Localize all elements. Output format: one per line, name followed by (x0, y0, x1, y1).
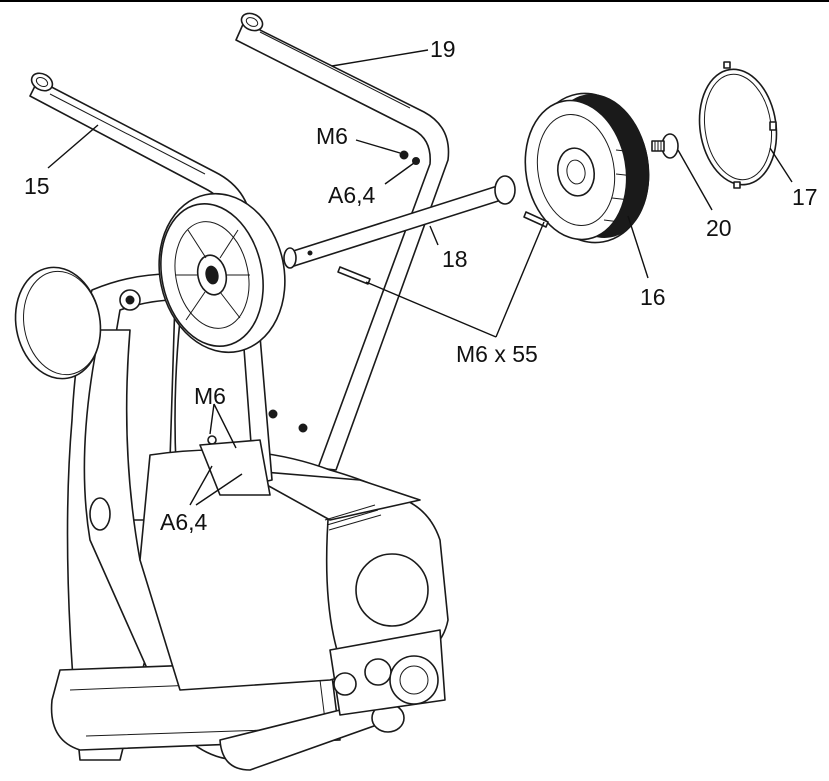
nut-icon (298, 423, 308, 433)
frame (50, 273, 405, 771)
callout-17: 17 (792, 184, 818, 210)
left-wheel (158, 192, 286, 354)
bolt-20 (651, 133, 679, 159)
leader-lines (47, 49, 793, 506)
left-hub-cap (14, 266, 102, 380)
callout-labels: 15 19 M6 A6,4 18 16 20 17 M6 x 55 M6 A6,… (24, 36, 818, 535)
motor-housing (139, 449, 449, 716)
handle-15 (29, 72, 273, 496)
callout-19: 19 (430, 36, 456, 62)
callout-a64-bottom: A6,4 (160, 509, 208, 535)
nut-icon (268, 409, 278, 419)
callout-m6-mid: M6 (194, 383, 226, 409)
callout-m6-top: M6 (316, 123, 348, 149)
axle-18 (283, 175, 516, 269)
callout-20: 20 (706, 215, 732, 241)
hubcap-17 (698, 61, 778, 189)
callout-15: 15 (24, 173, 50, 199)
bolt-m6x55 (337, 211, 549, 285)
callout-18: 18 (442, 246, 468, 272)
callout-16: 16 (640, 284, 666, 310)
wheel-16 (524, 92, 650, 244)
nut-m6-icon (399, 150, 409, 160)
tread-marks (603, 109, 635, 223)
callout-a64-top: A6,4 (328, 182, 376, 208)
callout-m6x55: M6 x 55 (456, 341, 538, 367)
washer-icon (207, 435, 217, 445)
washer-a64-icon (412, 157, 420, 165)
vent-slots (324, 504, 382, 531)
